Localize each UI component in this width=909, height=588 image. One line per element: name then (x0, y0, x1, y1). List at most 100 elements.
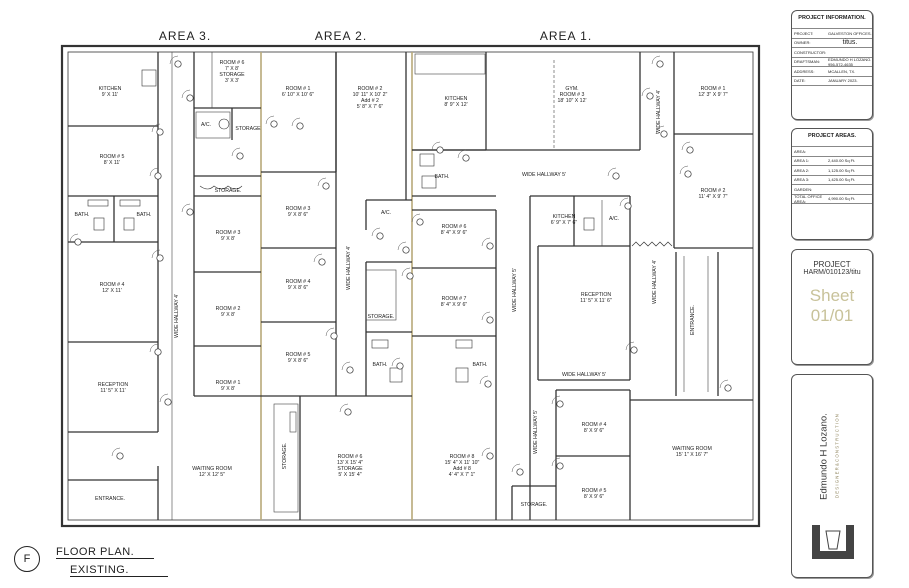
room-label-line: STORAGE. (368, 314, 395, 320)
room-label-line: 8' 4" X 9' 6" (441, 302, 468, 308)
threshold-marker (631, 241, 673, 247)
room-label: BATH. (373, 362, 388, 368)
info-key: OWNER: (794, 40, 811, 46)
door-swing (607, 167, 617, 177)
door-marker (236, 152, 244, 160)
door-marker (186, 208, 194, 216)
door-swing (317, 177, 327, 187)
room-label-line: WAITING ROOM (192, 466, 232, 472)
room-label: STORAGE. (521, 502, 548, 508)
project-code: HARM/010123/titu (803, 269, 861, 276)
room-label-line: BATH. (473, 362, 488, 368)
door-swing (69, 233, 79, 243)
room-label-line: BATH. (435, 174, 450, 180)
room-label-line: ROOM # 4 (286, 279, 311, 285)
room-label: STORAGE. (282, 443, 288, 470)
room-label-line: 9' X 8' (221, 312, 235, 318)
room-label: BATH. (435, 174, 450, 180)
area-3-label: AREA 3. (159, 29, 211, 43)
room-label-line: ENTRANCE. (690, 305, 696, 335)
door-swing (149, 167, 159, 177)
door-marker (156, 254, 164, 262)
project-information-block: PROJECT INFORMATION. PROJECT:GALVESTON O… (791, 10, 873, 120)
info-row: PROJECT:GALVESTON OFFICES. (792, 29, 872, 39)
room-label-line: WIDE HALLWAY 4' (346, 246, 352, 290)
info-value: titus. (842, 39, 858, 47)
room-label-line: WAITING ROOM (672, 446, 712, 452)
room-label: A/C. (609, 216, 619, 222)
door-marker (684, 170, 692, 178)
info-key: AREA: (794, 148, 807, 154)
room-label-line: 8' X 9' 6" (584, 428, 604, 434)
door-marker (516, 468, 524, 476)
room-label-line: 3' X 3' (225, 78, 239, 84)
door-marker (556, 400, 564, 408)
info-row: ADDRESS:MCALLEN, TX. (792, 67, 872, 77)
room-label-line: 5' 8" X 7' 6" (357, 104, 384, 110)
door-marker (486, 452, 494, 460)
room-label-line: 7' X 8' (225, 66, 239, 72)
room-label: A/C. (201, 122, 211, 128)
door-swing (391, 357, 401, 367)
info-row: AREA: (792, 147, 872, 157)
info-row: OWNER: titus. (792, 39, 872, 48)
interior-walls (68, 52, 753, 520)
door-swing (149, 343, 159, 353)
info-value: JANUARY 2023. (828, 78, 858, 84)
door-marker (154, 348, 162, 356)
info-key: AREA 1: (794, 158, 810, 164)
firm-tagline-text: DESIGNER&CONSTRUCTION (834, 412, 840, 499)
door-marker (186, 94, 194, 102)
info-value: 2,440.00 Sq Ft. (828, 158, 856, 164)
room-label-line: 4' 4" X 7' 1" (449, 472, 476, 478)
door-swing (679, 165, 689, 175)
room-label-line: BATH. (137, 212, 152, 218)
room-label-line: 8' 4" X 9' 6" (441, 230, 468, 236)
room-label-line: KITCHEN (99, 86, 122, 92)
door-marker (486, 242, 494, 250)
room-label-line: KITCHEN (445, 96, 468, 102)
room-label: WIDE HALLWAY 4' (656, 90, 662, 134)
room-label: STORAGE. (215, 188, 242, 194)
room-label-line: WIDE HALLWAY 5' (512, 268, 518, 312)
room-label-line: ROOM # 1 (216, 380, 241, 386)
door-marker (376, 232, 384, 240)
room-label: BATH. (75, 212, 90, 218)
info-row: AREA 2:1,125.00 Sq Ft. (792, 166, 872, 176)
room-label-line: WIDE HALLWAY 4' (174, 294, 180, 338)
project-label: PROJECT (813, 260, 851, 269)
door-marker (486, 316, 494, 324)
room-label-line: 11' 5" X 11' (100, 388, 125, 394)
door-swing (265, 115, 275, 125)
room-label-line: ROOM # 5 (100, 154, 125, 160)
door-swing (411, 213, 421, 223)
room-label-line: ROOM # 1 (701, 86, 726, 92)
drawing-legend: F FLOOR PLAN. EXISTING. (14, 544, 174, 584)
door-marker (270, 120, 278, 128)
door-swing (681, 141, 691, 151)
room-label-line: 15' 1" X 16' 7" (676, 452, 708, 458)
info-key: DRAFTSMAN: (794, 59, 820, 65)
door-marker (436, 146, 444, 154)
door-marker (556, 462, 564, 470)
info-row: TOTAL OFFICE AREA:4,990.00 Sq Ft. (792, 194, 872, 204)
info-value: 1,425.00 Sq Ft. (828, 177, 856, 183)
project-areas-block: PROJECT AREAS. AREA:AREA 1:2,440.00 Sq F… (791, 128, 873, 240)
room-label-line: ROOM # 3 (286, 206, 311, 212)
door-swing (371, 227, 381, 237)
room-label-line: 12' X 11' (102, 288, 121, 294)
door-marker (484, 380, 492, 388)
room-label: WIDE HALLWAY 5' (562, 372, 606, 378)
room-label-line: BATH. (373, 362, 388, 368)
room-label-line: 9' X 11' (102, 92, 119, 98)
room-label: STORAGE (235, 126, 261, 132)
room-label-line: A/C. (201, 122, 211, 128)
